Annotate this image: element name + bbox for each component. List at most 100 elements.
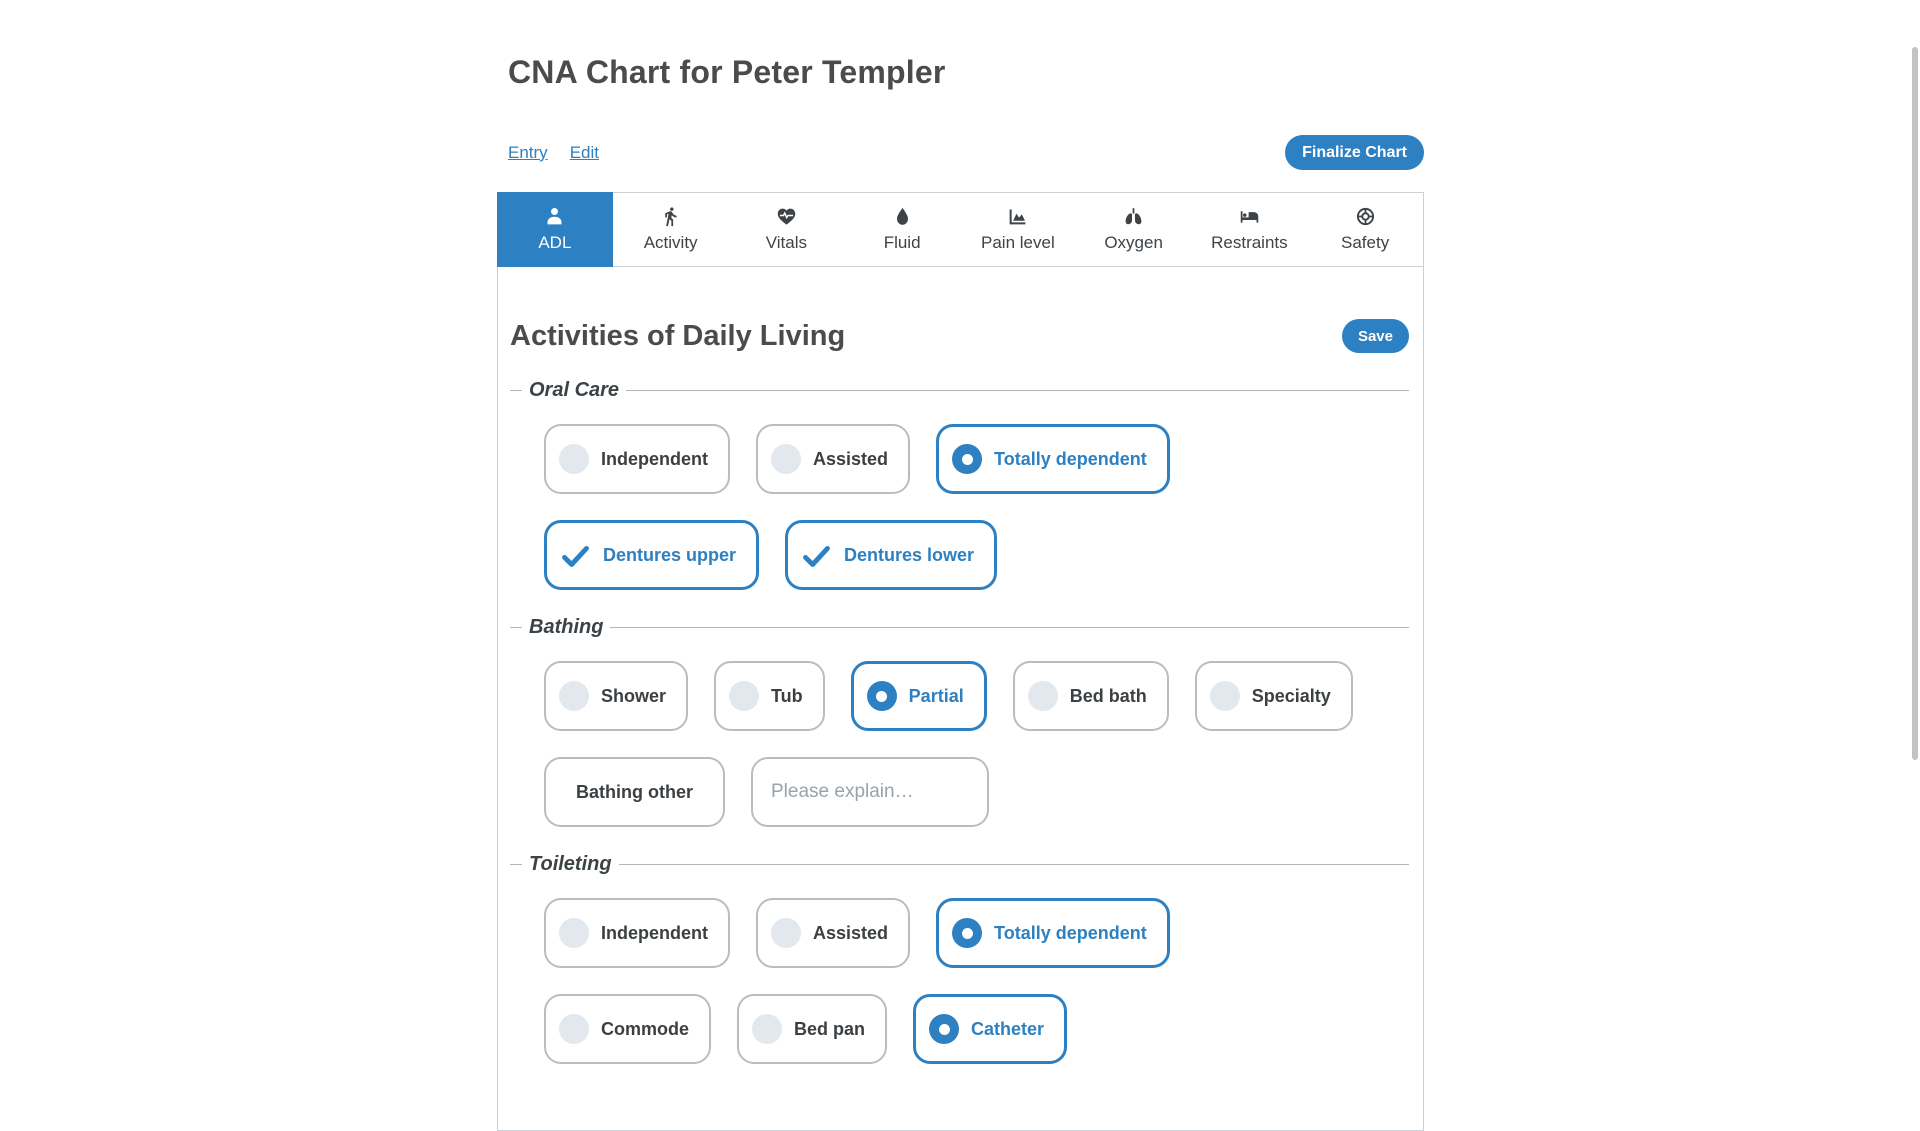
bed-icon [1239,206,1260,227]
option-label: Independent [601,448,708,469]
section-legend: Oral Care [510,379,1409,402]
radio-selected-icon [952,444,983,474]
option-label: Catheter [971,1018,1045,1039]
tab-label: Vitals [765,233,807,252]
checkbox-dentures-lower[interactable]: Dentures lower [785,520,998,590]
option-label: Bathing other [576,781,693,802]
radio-circle-icon [559,681,589,711]
life-ring-icon [1355,206,1376,227]
radio-catheter[interactable]: Catheter [913,994,1068,1064]
option-label: Independent [601,922,708,943]
tab-restraints[interactable]: Restraints [1192,193,1308,266]
radio-totally-dependent[interactable]: Totally dependent [936,424,1170,494]
explain-input[interactable] [751,757,989,827]
walking-icon [660,206,681,227]
option-row: Bathing other [544,757,1409,827]
tab-label: Restraints [1211,233,1288,252]
radio-bed-pan[interactable]: Bed pan [737,994,888,1064]
radio-circle-icon [559,444,589,474]
tab-safety[interactable]: Safety [1307,193,1423,266]
radio-circle-icon [729,681,760,711]
tab-label: Pain level [981,233,1055,252]
radio-selected-icon [952,918,983,948]
option-bathing-other[interactable]: Bathing other [544,757,725,827]
save-button[interactable]: Save [1341,319,1409,353]
tab-label: ADL [538,233,572,252]
lungs-icon [1123,206,1144,227]
radio-circle-icon [771,444,801,474]
option-label: Partial [908,685,964,706]
person-icon [544,206,565,227]
radio-selected-icon [866,681,897,711]
section-legend: Toileting [510,853,1409,876]
page-title: CNA Chart for Peter Templer [508,54,946,90]
radio-tub[interactable]: Tub [714,661,825,731]
tab-vitals[interactable]: Vitals [729,193,845,266]
edit-link[interactable]: Edit [569,142,599,162]
main-content: CNA Chart for Peter Templer Entry Edit F… [497,0,1424,1131]
option-label: Shower [601,685,667,706]
radio-partial[interactable]: Partial [850,661,987,731]
option-row: Independent Assisted Totally dependent [544,898,1409,968]
radio-circle-icon [1027,681,1058,711]
entry-link[interactable]: Entry [508,142,548,162]
checkmark-icon [801,540,832,571]
radio-assisted[interactable]: Assisted [756,424,911,494]
radio-dot [961,927,973,939]
option-label: Dentures upper [603,544,737,565]
adl-panel: Activities of Daily Living Save Oral Car… [497,267,1424,1131]
option-row: Commode Bed pan Catheter [544,994,1409,1064]
option-label: Specialty [1251,685,1331,706]
scrollbar-thumb[interactable] [1912,47,1918,760]
option-label: Assisted [813,922,889,943]
option-label: Tub [771,685,803,706]
tab-activity[interactable]: Activity [613,193,729,266]
tab-fluid[interactable]: Fluid [844,193,960,266]
radio-independent[interactable]: Independent [544,898,730,968]
option-label: Totally dependent [994,448,1147,469]
option-label: Bed bath [1069,685,1147,706]
option-label: Commode [601,1018,690,1039]
radio-totally-dependent[interactable]: Totally dependent [936,898,1170,968]
radio-circle-icon [1209,681,1240,711]
tab-adl[interactable]: ADL [497,192,613,267]
radio-independent[interactable]: Independent [544,424,730,494]
radio-selected-icon [929,1014,960,1044]
radio-specialty[interactable]: Specialty [1194,661,1353,731]
radio-commode[interactable]: Commode [544,994,712,1064]
radio-dot [938,1023,950,1035]
tab-label: Activity [643,233,698,252]
option-row: Shower Tub Partial Bed bath Specialty [544,661,1409,731]
checkmark-icon [560,540,591,571]
radio-dot [876,690,888,702]
radio-shower[interactable]: Shower [544,661,689,731]
radio-circle-icon [559,1014,589,1044]
radio-bed-bath[interactable]: Bed bath [1012,661,1169,731]
option-row: Independent Assisted Totally dependent [544,424,1409,494]
option-label: Bed pan [794,1018,866,1039]
radio-circle-icon [771,918,801,948]
heartbeat-icon [776,206,797,227]
option-label: Totally dependent [994,922,1147,943]
tab-oxygen[interactable]: Oxygen [1076,193,1192,266]
mode-links: Entry Edit [508,143,599,163]
radio-dot [961,453,973,465]
checkbox-dentures-upper[interactable]: Dentures upper [544,520,760,590]
radio-circle-icon [752,1014,783,1044]
option-label: Dentures lower [844,544,975,565]
finalize-chart-button[interactable]: Finalize Chart [1285,135,1424,170]
option-label: Assisted [813,448,889,469]
radio-circle-icon [559,918,589,948]
tab-pain-level[interactable]: Pain level [960,193,1076,266]
tab-label: Safety [1341,233,1390,252]
radio-assisted[interactable]: Assisted [756,898,911,968]
area-chart-icon [1007,206,1028,227]
droplet-icon [892,206,913,227]
tab-label: Fluid [883,233,921,252]
section-legend: Bathing [510,616,1409,639]
